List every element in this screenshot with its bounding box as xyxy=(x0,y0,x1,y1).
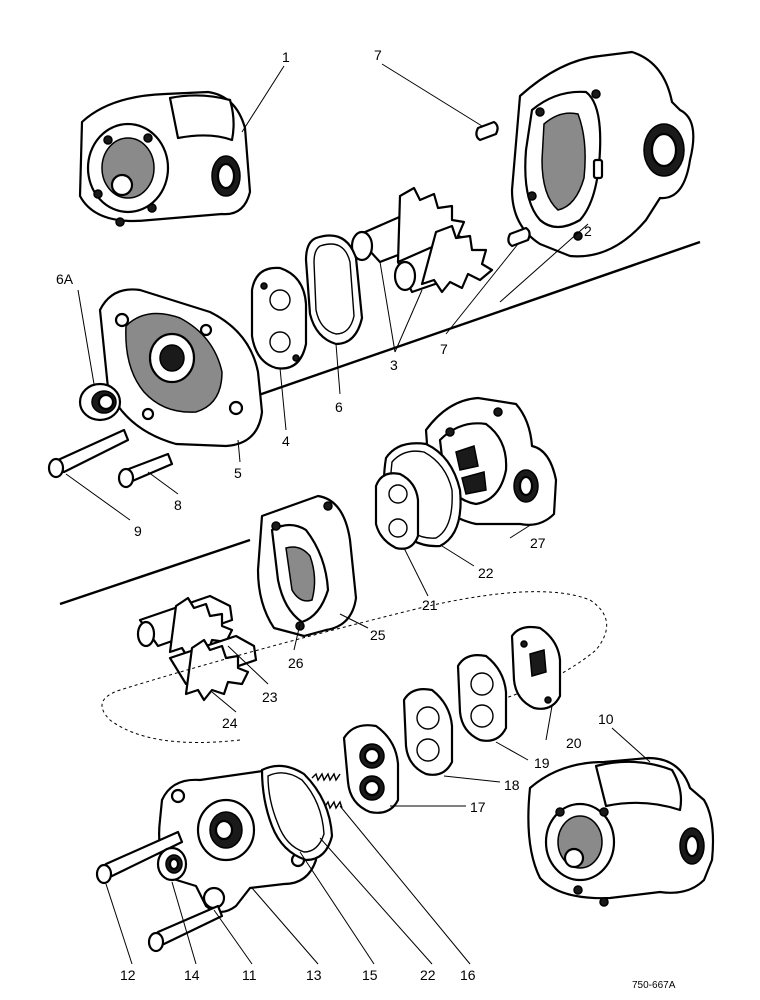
gear-23 xyxy=(136,594,234,660)
bolt-8 xyxy=(117,452,174,489)
callout-4: 4 xyxy=(282,433,290,449)
pump-assembly-1 xyxy=(78,90,252,227)
callout-22-upper: 22 xyxy=(478,565,494,581)
callout-9: 9 xyxy=(134,523,142,539)
callout-3: 3 xyxy=(390,357,398,373)
callout-8: 8 xyxy=(174,497,182,513)
plate-19 xyxy=(456,654,508,742)
callout-2: 2 xyxy=(584,223,592,239)
callout-11: 11 xyxy=(242,967,257,983)
callout-10: 10 xyxy=(598,711,614,727)
plate-18 xyxy=(402,688,454,776)
callout-16: 16 xyxy=(460,967,476,983)
dowel-pin-7-upper xyxy=(475,120,499,142)
plate-17 xyxy=(342,724,400,814)
gasket-plate-4 xyxy=(250,266,308,370)
o-ring-6 xyxy=(304,234,364,346)
plate-20 xyxy=(510,625,562,710)
callout-7-bottom: 7 xyxy=(440,341,448,357)
callout-20: 20 xyxy=(566,735,582,751)
bolt-12 xyxy=(95,830,184,885)
bolt-9 xyxy=(47,428,130,479)
callout-22-lower: 22 xyxy=(420,967,436,983)
o-ring-22-lower xyxy=(260,764,334,862)
callout-23: 23 xyxy=(262,689,278,705)
callout-6a: 6A xyxy=(56,271,74,287)
pump-assembly-10 xyxy=(527,756,715,907)
leader-lines xyxy=(65,63,651,965)
callout-17: 17 xyxy=(470,799,486,815)
callout-27: 27 xyxy=(530,535,546,551)
seal-14 xyxy=(156,846,188,882)
divider-line-upper xyxy=(249,240,701,400)
callout-14: 14 xyxy=(184,967,200,983)
seal-6a xyxy=(78,382,122,422)
callout-24: 24 xyxy=(222,715,238,731)
dowel-pin-7-lower xyxy=(507,226,531,248)
callout-19: 19 xyxy=(534,755,550,771)
callout-6: 6 xyxy=(335,399,343,415)
callout-26: 26 xyxy=(288,655,304,671)
pump-housing-2 xyxy=(510,50,695,258)
assembly-group-outline xyxy=(101,591,608,743)
plate-21 xyxy=(374,472,420,550)
divider-line-lower xyxy=(59,538,251,606)
gear-set-3 xyxy=(350,186,494,294)
callout-18: 18 xyxy=(504,777,520,793)
gear-24 xyxy=(168,634,258,702)
callout-13: 13 xyxy=(306,967,322,983)
callout-25: 25 xyxy=(370,627,386,643)
callout-15: 15 xyxy=(362,967,378,983)
bolt-11 xyxy=(147,904,224,953)
callout-21: 21 xyxy=(422,597,438,613)
end-cover-5 xyxy=(98,288,264,448)
callout-5: 5 xyxy=(234,465,242,481)
drawing-code: 750-667A xyxy=(632,980,676,991)
gear-housing-25 xyxy=(256,494,358,638)
callout-7-top: 7 xyxy=(374,47,382,63)
callout-1: 1 xyxy=(282,49,290,65)
callout-12: 12 xyxy=(120,967,136,983)
